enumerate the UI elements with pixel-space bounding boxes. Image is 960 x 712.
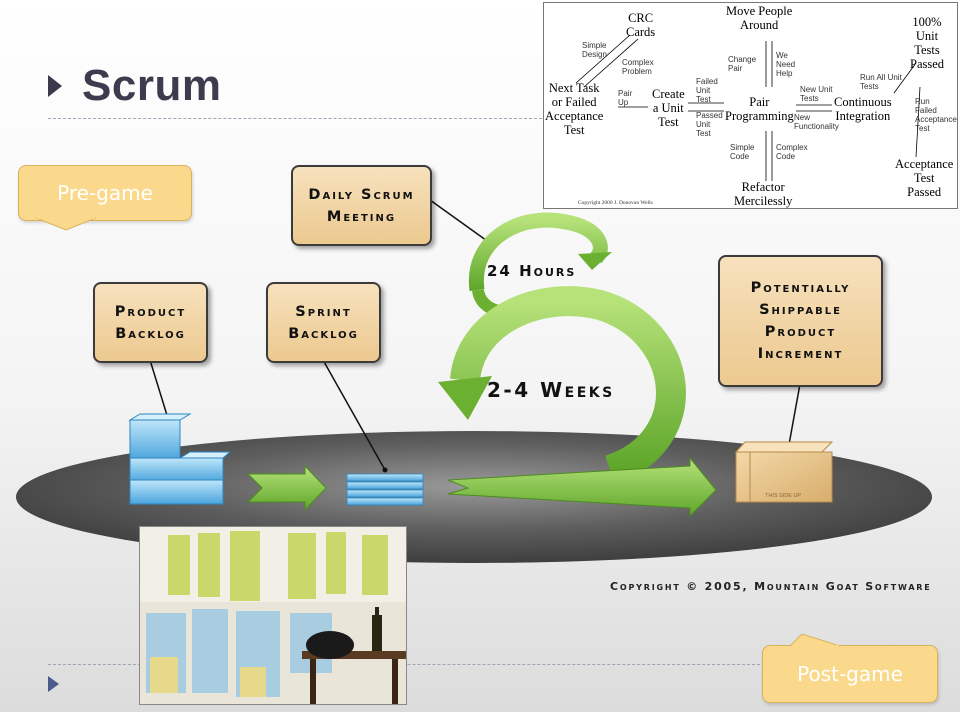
increment-pointer (787, 383, 801, 451)
footer-bullet-icon (48, 676, 59, 692)
product-backlog-line-2: Backlog (115, 325, 186, 342)
sprint-backlog-pointer (322, 359, 386, 471)
product-backlog-stack (128, 413, 232, 505)
xp-copyright: Copyright 2000 J. Donovan Wells (578, 200, 653, 206)
pre-game-callout-tail (36, 217, 96, 231)
backlog-to-sprint-arrow (246, 464, 327, 512)
increment-line-1: Potentially (750, 280, 851, 296)
sprint-backlog-line-2: Backlog (288, 325, 359, 342)
daily-scrum-box: Daily Scrum Meeting (291, 165, 432, 246)
increment-line-2: Shippable (759, 302, 842, 318)
daily-cycle-label: 24 Hours (487, 262, 577, 280)
xp-flow-edges (575, 34, 921, 181)
task-board-image (140, 527, 406, 704)
slide-title-row: Scrum (48, 58, 221, 114)
sprint-backlog-line-1: Sprint (295, 303, 352, 320)
daily-scrum-pointer (429, 199, 491, 244)
sprint-backlog-box: Sprint Backlog (266, 282, 381, 363)
increment-line-3: Product (764, 324, 837, 340)
sprint-backlog-stack (346, 473, 424, 506)
increment-line-4: Increment (757, 346, 844, 362)
title-divider (48, 118, 542, 119)
diagram-copyright: Copyright © 2005, Mountain Goat Software (610, 580, 932, 593)
product-backlog-line-1: Product (114, 303, 187, 320)
daily-scrum-line-1: Daily Scrum (308, 186, 415, 203)
slide-title: Scrum (82, 61, 222, 110)
increment-box: Potentially Shippable Product Increment (718, 255, 883, 387)
task-board-photo (139, 526, 407, 705)
sprint-output-arrow (447, 456, 717, 518)
pre-game-callout: Pre-game (18, 165, 192, 221)
daily-cycle-arrow (468, 212, 608, 292)
sprint-cycle-label: 2-4 Weeks (487, 378, 615, 402)
daily-scrum-line-2: Meeting (326, 208, 397, 225)
bullet-triangle-icon (48, 75, 62, 97)
post-game-callout: Post-game (762, 645, 938, 703)
product-backlog-box: Product Backlog (93, 282, 208, 363)
post-game-callout-tail (790, 634, 840, 647)
shippable-carton: THIS SIDE UP (734, 441, 834, 503)
sprint-cycle-arrow (450, 286, 686, 485)
carton-stamp: THIS SIDE UP (765, 493, 801, 499)
